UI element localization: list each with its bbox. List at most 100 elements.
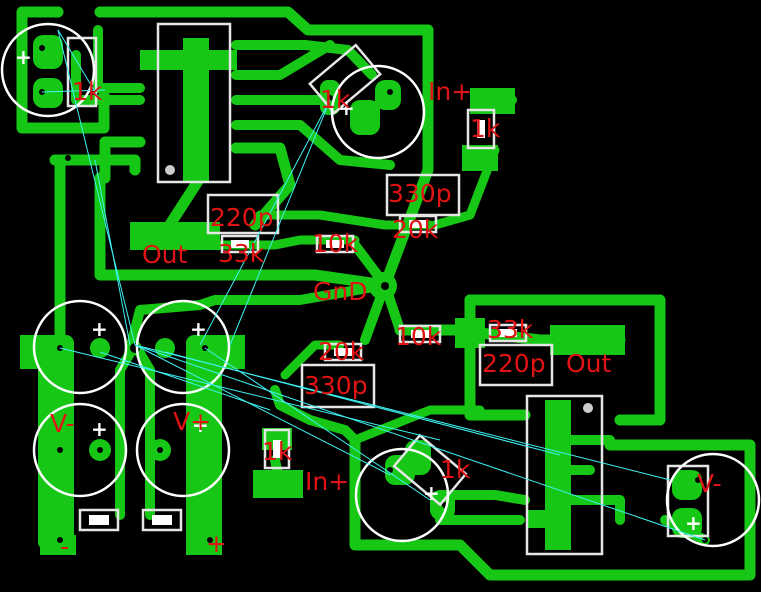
cap2-ring (665, 452, 761, 548)
r33k-bottom-outline (488, 323, 528, 343)
label-v-minus-right: V- (697, 469, 722, 498)
label-out-left: Out (142, 240, 188, 269)
cap-pot2-ring (354, 447, 450, 543)
capacitor-rings (0, 22, 761, 548)
cap-pot1-ring (330, 64, 426, 160)
pad-out-left (130, 222, 220, 250)
pad-cap2-a (672, 470, 702, 500)
plus-mark-pot1: + (338, 96, 355, 120)
label-33k-bottom: 33k (487, 315, 534, 344)
label-1k-pot2: 1k (440, 455, 471, 484)
copper-traces (16, 6, 756, 581)
label-1k-in: 1k (470, 114, 501, 143)
cap5-ring (32, 402, 128, 498)
silkscreen-labels: In+ 1k 1k 1k 220p 330p 20k Out 33k 10k G… (50, 77, 722, 561)
c330p-bottom-outline (300, 363, 376, 409)
pad-out-right (550, 325, 625, 355)
pad-opamp1-bar (140, 50, 184, 70)
label-33k-top: 33k (218, 239, 265, 268)
label-minus-terminal: - (60, 532, 69, 561)
r1k-bottom-outline (263, 428, 291, 470)
pad-1k-bottom (262, 428, 292, 450)
c220p-top-outline (206, 193, 280, 235)
r1k-top-outline (466, 108, 496, 150)
trace-bottom-diag (270, 385, 360, 445)
cap4-ring (135, 299, 231, 395)
label-in-plus-top: In+ (428, 77, 472, 106)
plus-mark-cap6: + (192, 413, 209, 437)
label-v-minus-left: V- (50, 409, 75, 438)
label-220p-top: 220p (210, 203, 274, 232)
label-gnd: GnD (313, 277, 367, 306)
trace-bottom-frame (349, 434, 756, 581)
label-1k-bottom: 1k (262, 437, 293, 466)
pad-10k-right (455, 318, 485, 348)
c220p-bottom-outline (478, 343, 554, 387)
trace-opamp-left-low (99, 136, 146, 184)
polarity-marks: + + + + + + + + (15, 45, 702, 535)
pad-opamp1-center (183, 38, 209, 183)
label-220p-bottom: 220p (482, 349, 546, 378)
label-plus-terminal: + (206, 529, 227, 558)
pad-vminus-rail (38, 335, 74, 550)
plus-mark-cap5: + (91, 417, 108, 441)
ratsnest-lines (41, 29, 706, 541)
pad-1k-top-bottom (462, 145, 498, 171)
pad-cap1-a (33, 35, 63, 69)
label-20k-top: 20k (392, 215, 439, 244)
opamp1-outline (156, 22, 232, 184)
r33k-top-outline (220, 234, 260, 254)
resistor-bodies (89, 120, 517, 525)
pad-vplus-tab (215, 335, 245, 369)
trace-opamp-out (230, 142, 296, 231)
r20k-top-outline (398, 214, 438, 234)
pad-vplus-rail (186, 335, 222, 550)
cap6-ring (135, 402, 231, 498)
trace-left-cap-loop (16, 6, 110, 134)
label-out-right: Out (566, 349, 612, 378)
trace-opamp-to-pot (231, 40, 335, 80)
label-v-plus-left: V+ (173, 407, 211, 436)
label-1k-top-right: 1k (320, 85, 351, 114)
trace-pot2-to-opamp (445, 490, 530, 505)
trace-opamp-left-pin (93, 25, 145, 93)
trace-bottom-feed (350, 405, 485, 445)
trace-left-rail-top (49, 154, 141, 176)
trace-opamp-right-top (231, 40, 377, 80)
plus-mark-cap2: + (685, 511, 702, 535)
trace-220p-330p (255, 210, 435, 230)
trace-gnd-to-caps (125, 280, 390, 355)
opamp2-outline (525, 394, 604, 556)
label-in-plus-bottom: In+ (305, 467, 349, 496)
pot1-outline (308, 43, 382, 115)
label-10k-bottom: 10k (395, 322, 442, 351)
cap3-ring (32, 299, 128, 395)
trace-feedback-top (231, 120, 395, 170)
label-20k-bottom: 20k (318, 337, 365, 366)
pad-cap3-a (90, 338, 110, 358)
pad-pot1-c (375, 80, 401, 110)
label-1k-top-left: 1k (72, 77, 103, 106)
cap1-ring (0, 22, 96, 118)
pad-opamp2-bar (527, 510, 571, 528)
trace-opamp2-low (555, 495, 625, 525)
plus-mark-pot2: + (423, 481, 440, 505)
r-right-rail-outline (141, 508, 183, 532)
label-330p-bottom: 330p (304, 371, 368, 400)
pad-in-bottom (253, 470, 303, 498)
plus-mark-cap3: + (91, 317, 108, 341)
pad-opamp1-bar-r (207, 50, 237, 70)
pad-pot1-b (350, 100, 380, 135)
r-left-rail-outline (78, 508, 120, 532)
trace-out-loop-top (94, 172, 391, 291)
trace-cap-to-opamp (71, 50, 145, 105)
label-10k-top: 10k (312, 229, 359, 258)
pad-cap1-b (33, 78, 63, 108)
r20k-bottom-outline (323, 342, 363, 362)
trace-right-frame (464, 294, 666, 426)
r10k-top-outline (315, 234, 355, 254)
label-330p-top: 330p (388, 179, 452, 208)
plus-mark-cap4: + (190, 317, 207, 341)
plus-mark-cap1: + (15, 45, 32, 69)
